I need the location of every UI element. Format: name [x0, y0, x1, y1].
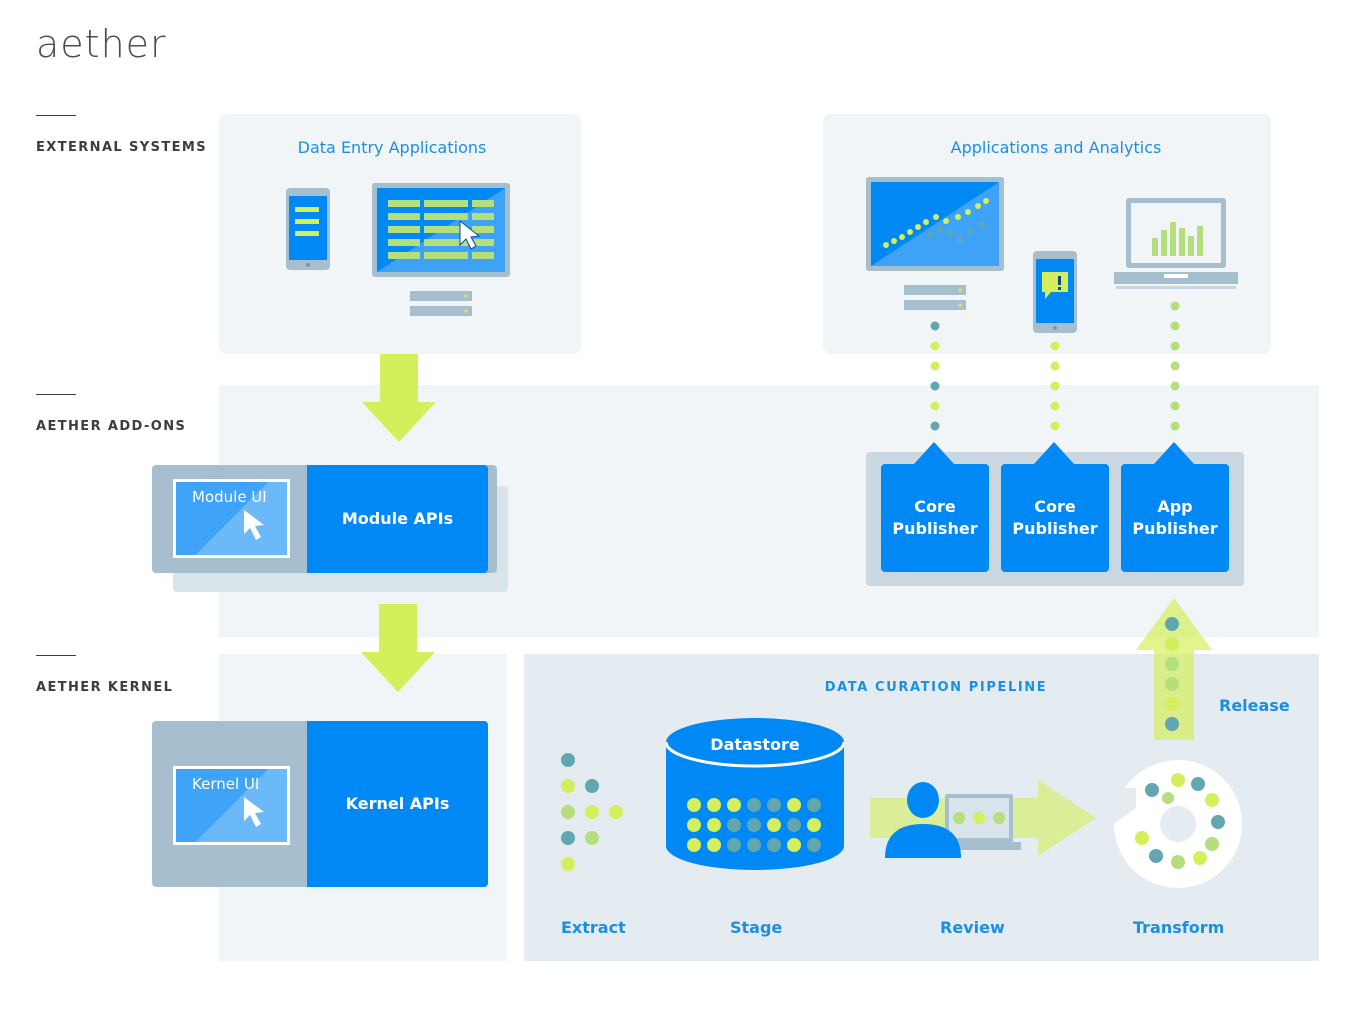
step-extract-label: Extract: [561, 918, 626, 937]
step-transform-label: Transform: [1133, 918, 1225, 937]
release-arrow-icon: [1136, 598, 1212, 740]
chart-monitor-icon: [866, 177, 1004, 310]
module-ui-screen[interactable]: Module UI: [173, 479, 290, 558]
arrow-down-icon: [361, 604, 435, 692]
module-apis: Module APIs: [307, 465, 488, 573]
publisher-line1: App: [1157, 496, 1193, 516]
cursor-icon: [244, 797, 264, 827]
arrow-down-icon: [362, 354, 436, 442]
tier-label-addons: AETHER ADD-ONS: [36, 419, 187, 434]
core-publisher-2[interactable]: Core Publisher: [1001, 464, 1109, 572]
publisher-line1: Core: [1034, 496, 1076, 516]
extract-dots-icon: [561, 753, 623, 871]
step-release-label: Release: [1219, 696, 1290, 715]
pipeline-title: DATA CURATION PIPELINE: [824, 680, 1048, 695]
datastore-icon: [666, 718, 844, 870]
tier-rule-kernel: [36, 655, 76, 656]
analytics-title: Applications and Analytics: [950, 138, 1162, 157]
publisher-connector-dots: [930, 301, 1180, 431]
tier-label-kernel: AETHER KERNEL: [36, 680, 174, 695]
publisher-line2: Publisher: [1132, 519, 1218, 538]
phone-alert-icon: [1033, 251, 1077, 333]
cursor-icon: [244, 510, 264, 540]
publisher-line1: Core: [914, 496, 956, 516]
publisher-line2: Publisher: [892, 519, 978, 538]
spreadsheet-monitor-icon: [372, 183, 510, 316]
reviewer-icon: [885, 782, 1021, 858]
phone-icon: [286, 188, 330, 270]
module-ui-label: Module UI: [192, 488, 267, 506]
tier-rule-external: [36, 115, 76, 116]
tier-rule-addons: [36, 394, 76, 395]
core-publisher-1[interactable]: Core Publisher: [881, 464, 989, 572]
kernel-apis: Kernel APIs: [307, 721, 488, 887]
app-publisher[interactable]: App Publisher: [1121, 464, 1229, 572]
data-entry-title: Data Entry Applications: [297, 138, 487, 157]
step-stage-label: Stage: [730, 918, 783, 937]
tier-label-external: EXTERNAL SYSTEMS: [36, 140, 207, 155]
laptop-chart-icon: [1114, 198, 1238, 289]
transform-icon: [1114, 760, 1242, 888]
brand-logo: aether: [36, 22, 167, 66]
step-review-label: Review: [940, 918, 1005, 937]
publisher-line2: Publisher: [1012, 519, 1098, 538]
publisher-tabs: [914, 442, 1194, 464]
kernel-ui-screen[interactable]: Kernel UI: [173, 766, 290, 845]
datastore-label: Datastore: [710, 735, 800, 754]
kernel-ui-label: Kernel UI: [192, 775, 260, 793]
